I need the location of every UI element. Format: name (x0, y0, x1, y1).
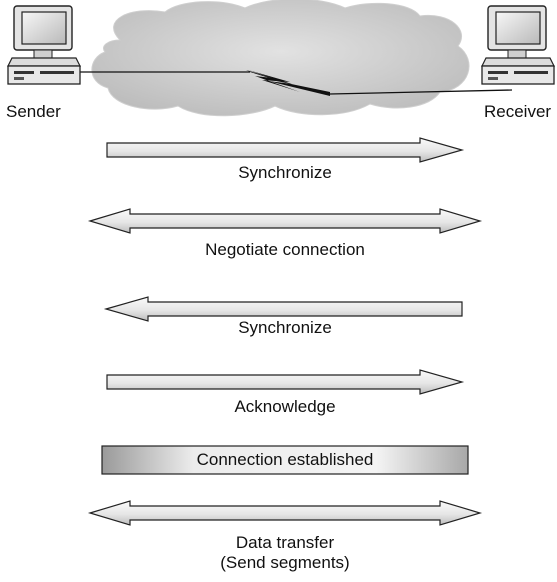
arrow-both-6 (87, 500, 483, 526)
arrow-right-1 (106, 137, 465, 163)
sender-computer-icon (7, 5, 81, 85)
step-label-6-sub: (Send segments) (220, 553, 350, 572)
lightning-icon (60, 70, 513, 96)
arrow-both-2 (87, 208, 483, 234)
cloud-icon (91, 0, 470, 117)
arrow-right-4 (106, 369, 465, 395)
connection-established-box (101, 445, 469, 475)
step-label-4: Acknowledge (234, 397, 336, 416)
step-label-6: Data transfer (235, 533, 335, 552)
receiver-computer-icon (481, 5, 555, 85)
arrow-left-3 (103, 296, 463, 322)
receiver-label: Receiver (484, 102, 552, 121)
sender-label: Sender (6, 102, 61, 121)
step-label-5: Connection established (196, 450, 374, 469)
step-label-2: Negotiate connection (205, 240, 365, 259)
step-label-1: Synchronize (238, 163, 332, 182)
step-label-3: Synchronize (238, 318, 332, 337)
